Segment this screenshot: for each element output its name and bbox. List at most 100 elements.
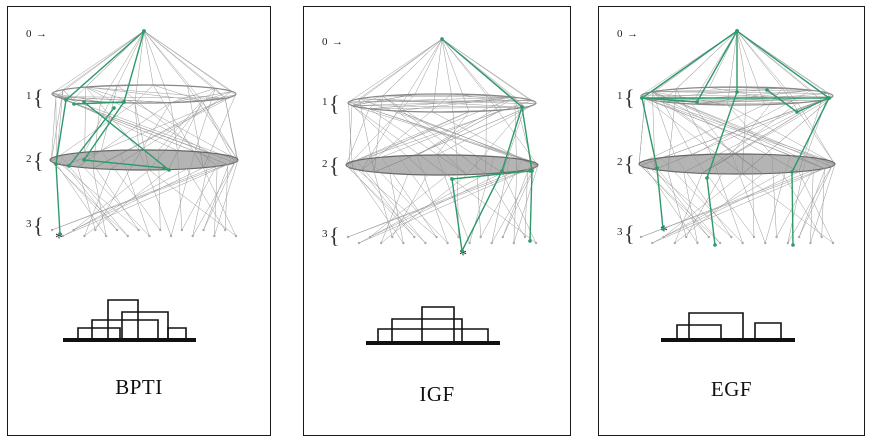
edge [356, 97, 515, 161]
edge [797, 102, 836, 165]
svg-text:→: → [627, 28, 638, 40]
highlighted-node [440, 37, 444, 41]
highlighted-node [795, 110, 799, 114]
highlighted-node [112, 106, 116, 110]
edge [351, 105, 525, 108]
highlighted-node [790, 170, 794, 174]
edge [641, 94, 833, 98]
interval-bracket [167, 327, 187, 338]
edge [441, 38, 452, 95]
edge [215, 88, 226, 99]
edge [73, 167, 204, 231]
edge [640, 170, 814, 238]
node-level-3 [797, 235, 801, 239]
node-level-3 [741, 241, 744, 245]
node-level-3 [346, 235, 350, 239]
edge [727, 104, 773, 155]
edge [84, 87, 87, 153]
node-level-3 [534, 241, 538, 245]
edge [381, 109, 502, 158]
ring-level-2 [49, 149, 239, 171]
edge [676, 88, 712, 155]
edge [52, 92, 238, 161]
edge [158, 100, 203, 151]
start-star-marker: * [660, 223, 668, 240]
brace-1: { [624, 85, 635, 110]
edge [85, 86, 226, 99]
edge [143, 30, 188, 87]
edge [52, 30, 145, 94]
brace-1: { [33, 85, 44, 110]
panel-title-egf: EGF [710, 377, 753, 401]
brace-3: { [624, 221, 635, 246]
level-3-label: 3 [322, 228, 328, 240]
node-level-3 [379, 241, 383, 245]
edge [214, 166, 218, 237]
network-diagram-igf: 0 → 1 { 2 { 3 { * [322, 36, 539, 264]
edge [358, 173, 486, 244]
edge [513, 165, 539, 244]
edge [674, 156, 732, 238]
edge [727, 104, 829, 161]
highlighted-path [641, 30, 738, 230]
edge [398, 155, 459, 238]
edge [186, 168, 226, 231]
edge [645, 98, 835, 165]
highlighted-node [67, 164, 71, 168]
highlighted-node [82, 100, 86, 104]
highlighted-node [735, 90, 739, 94]
edge [392, 174, 428, 238]
edge [502, 167, 536, 238]
edge [359, 38, 443, 99]
interval-bracket [121, 311, 169, 338]
node-level-3 [730, 235, 733, 239]
highlighted-path [83, 101, 170, 171]
highlighted-node [661, 227, 665, 231]
edge [416, 97, 515, 156]
edge [475, 155, 481, 238]
interval-bracket [91, 319, 159, 338]
highlighted-node [705, 176, 709, 180]
node-level-3 [115, 228, 119, 232]
edge [514, 97, 525, 108]
edge [374, 172, 393, 238]
edge [491, 163, 537, 244]
brace-2: { [624, 151, 635, 176]
edge [436, 103, 536, 156]
ring-level-1 [347, 93, 537, 113]
node-level-3 [662, 235, 665, 239]
edge [170, 91, 233, 103]
node-level-3 [831, 241, 835, 245]
node-level-3 [457, 235, 460, 239]
node-level-3 [391, 235, 394, 239]
edge [50, 89, 64, 162]
highlighted-node [528, 239, 532, 243]
start-star-marker: * [459, 247, 467, 264]
edge [641, 94, 829, 161]
node-level-3 [786, 241, 790, 245]
edge [84, 152, 139, 231]
highlighted-path [73, 101, 125, 105]
node-level-3 [523, 235, 527, 239]
node-level-3 [651, 241, 654, 245]
node-level-3 [512, 241, 516, 245]
edge [683, 172, 698, 244]
highlighted-node [765, 88, 769, 92]
interval-bracket [676, 324, 722, 338]
edge [177, 150, 183, 231]
highlighted-node [64, 98, 68, 102]
edge [441, 38, 487, 96]
highlighted-node [695, 100, 699, 104]
start-star-marker: * [55, 230, 63, 247]
node-level-3 [169, 234, 173, 238]
edge [65, 165, 118, 231]
edge [51, 166, 218, 231]
interval-diagram-igf [366, 306, 500, 345]
edge [685, 173, 723, 238]
edge [370, 172, 503, 238]
edge [805, 93, 830, 157]
edge [203, 156, 232, 231]
edge [652, 87, 783, 92]
brace-1: { [329, 91, 340, 116]
highlighted-node [735, 29, 739, 33]
